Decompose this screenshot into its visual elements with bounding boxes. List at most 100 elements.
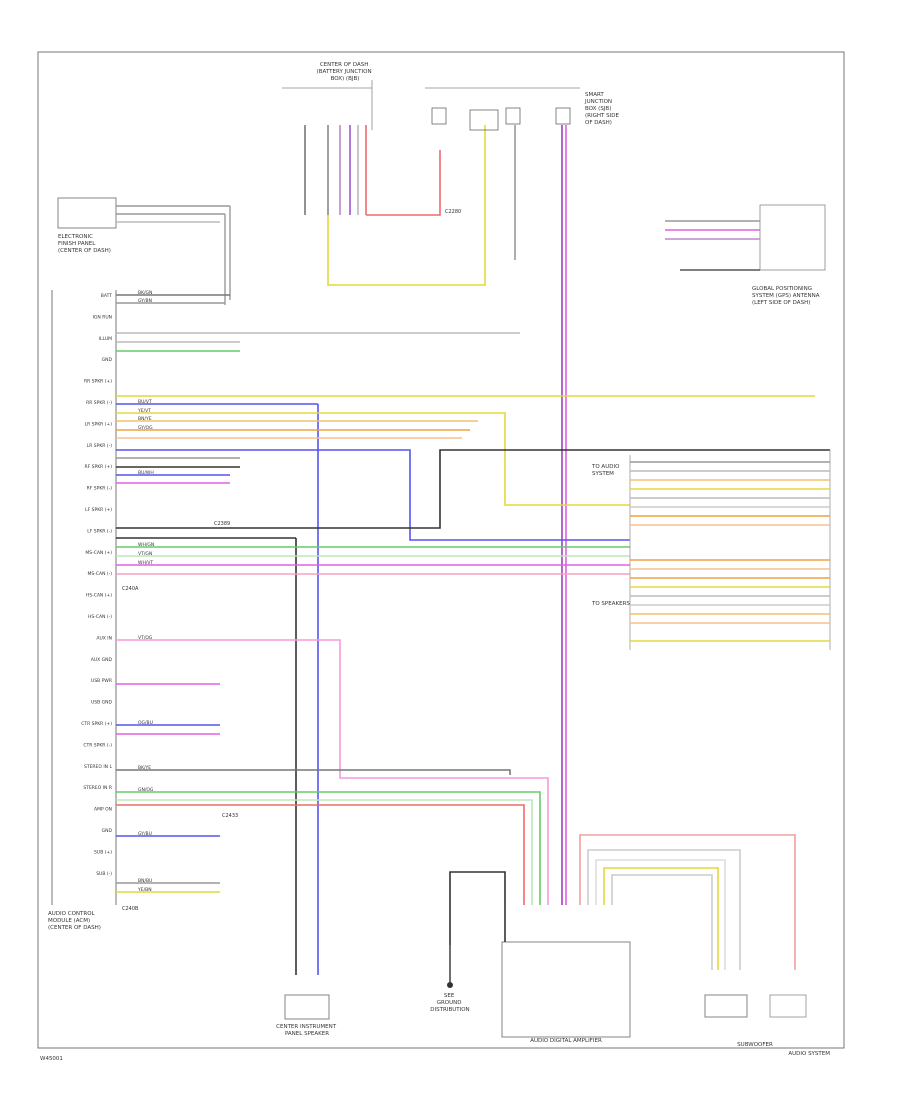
wire-label: BK/YE bbox=[138, 765, 151, 771]
acm-pin-label: ILLUM bbox=[99, 336, 112, 342]
wire-label: BN/BU bbox=[138, 878, 152, 884]
acm-pin-label: CTR SPKR (+) bbox=[81, 721, 112, 727]
acm-pin-label: HS-CAN (+) bbox=[86, 593, 112, 599]
gps-label-3: (LEFT SIDE OF DASH) bbox=[752, 300, 810, 306]
ground-see: SEE bbox=[444, 993, 455, 999]
sjb-label: SMART JUNCTION BOX (SJB) (RIGHT SIDE OF … bbox=[584, 92, 621, 126]
svg-text:AUDIO CONTROL MODULE (AC: AUDIO CONTROL MODULE (ACM) (CENTER OF DA… bbox=[48, 911, 101, 931]
wire-label: BU/VT bbox=[138, 399, 152, 405]
sjb-label-4: (RIGHT SIDE bbox=[585, 113, 619, 119]
audio-amplifier: AUDIO DIGITAL AMPLIFIER bbox=[449, 834, 796, 1044]
acm-pin-label: AMP ON bbox=[94, 807, 112, 813]
svg-text:SEE GROUND DISTRIB: SEE GROUND DISTRIBUTION bbox=[430, 993, 469, 1013]
sjb-label-1: SMART bbox=[585, 92, 604, 98]
center-speaker-label-1: CENTER INSTRUMENT bbox=[276, 1024, 337, 1030]
acm-pin-label: AUX GND bbox=[91, 657, 113, 663]
acm-pin-label: USB PWR bbox=[91, 678, 112, 684]
connector-id-5: C2433 bbox=[222, 813, 238, 819]
footer-left-code: W45001 bbox=[40, 1056, 63, 1062]
ground-symbol: SEE GROUND DISTRIBUTION bbox=[430, 945, 470, 1013]
acm-pin-label: HS-CAN (-) bbox=[88, 614, 112, 620]
subwoofer: SUBWOOFER bbox=[704, 994, 807, 1048]
acm-label-3: (CENTER OF DASH) bbox=[48, 925, 101, 931]
acm-pin-label: LF SPKR (-) bbox=[87, 528, 112, 534]
fuse-box: CENTER OF DASH (BATTERY JUNCTION BOX) (B… bbox=[282, 62, 373, 130]
acm-pin-label: MS-CAN (+) bbox=[85, 550, 112, 556]
center-speaker-label-2: PANEL SPEAKER bbox=[285, 1031, 329, 1037]
wire-label: GY/BN bbox=[138, 298, 152, 304]
top-harness bbox=[304, 87, 580, 905]
connector-id-4: C2389 bbox=[214, 521, 230, 527]
acm-pin-label: STEREO IN R bbox=[83, 785, 112, 791]
center-speaker: CENTER INSTRUMENT PANEL SPEAKER bbox=[276, 994, 338, 1037]
wire-label: GN/OG bbox=[138, 787, 154, 793]
acm-pin-label: USB GND bbox=[91, 700, 113, 706]
acm-harness bbox=[116, 294, 830, 975]
wire-label: GY/OG bbox=[138, 425, 153, 431]
wire-label: BK/GN bbox=[138, 290, 152, 296]
efp-label-2: FINISH PANEL bbox=[58, 241, 96, 247]
wire-label: OG/BU bbox=[138, 720, 153, 726]
acm-pin-label: MS-CAN (-) bbox=[87, 571, 112, 577]
wire-label: YE/VT bbox=[137, 408, 151, 414]
svg-text:TO AUDIO SYSTEM TO: TO AUDIO SYSTEM TO SPEAKERS bbox=[591, 464, 630, 607]
efp-label-3: (CENTER OF DASH) bbox=[58, 248, 111, 254]
acm-pin-label: STEREO IN L bbox=[84, 764, 113, 770]
fuse-box-label-3: BOX) (BJB) bbox=[331, 76, 360, 82]
electronic-finish-panel: ELECTRONIC FINISH PANEL (CENTER OF DASH) bbox=[57, 197, 231, 305]
acm-pin-label: SUB (-) bbox=[96, 871, 112, 877]
acm-pin-label: GND bbox=[102, 828, 113, 834]
acm-pin-label: IGN RUN bbox=[93, 314, 112, 320]
fuse-box-label-2: (BATTERY JUNCTION bbox=[317, 69, 372, 75]
acm-pin-label: RR SPKR (-) bbox=[86, 400, 112, 406]
wire-label: BU/WH bbox=[138, 470, 154, 476]
wire-label: WH/VT bbox=[138, 560, 153, 566]
amplifier-label: AUDIO DIGITAL AMPLIFIER bbox=[530, 1038, 602, 1044]
wire-label: GY/BU bbox=[138, 831, 152, 837]
acm-pin-label: BATT bbox=[101, 293, 112, 299]
sjb-label-2: JUNCTION bbox=[584, 99, 612, 105]
wire-label: BN/YE bbox=[138, 416, 152, 422]
acm-pin-label: SUB (+) bbox=[94, 849, 112, 855]
gps-label-1: GLOBAL POSITIONING bbox=[752, 286, 812, 292]
speaker-connector-bank: TO AUDIO SYSTEM TO SPEAKERS bbox=[591, 450, 831, 650]
audio-control-module: AUDIO CONTROL MODULE (ACM) (CENTER OF DA… bbox=[48, 290, 117, 931]
acm-pin-label: RR SPKR (+) bbox=[84, 379, 112, 385]
efp-label-1: ELECTRONIC bbox=[58, 234, 93, 240]
acm-label-1: AUDIO CONTROL bbox=[48, 911, 96, 917]
connector-id-1: C240A bbox=[122, 586, 139, 592]
acm-pin-label: CTR SPKR (-) bbox=[83, 742, 112, 748]
svg-text:CENTER INSTRUMENT PANEL: CENTER INSTRUMENT PANEL SPEAKER bbox=[276, 1024, 338, 1037]
acm-pin-label: LR SPKR (+) bbox=[85, 421, 113, 427]
acm-pin-label: AUX IN bbox=[96, 635, 112, 641]
svg-text:CENTER OF DASH (BATTERY: CENTER OF DASH (BATTERY JUNCTION BOX) (B… bbox=[317, 62, 374, 82]
ground-label: GROUND bbox=[437, 1000, 462, 1006]
connector-id-2: C240B bbox=[122, 906, 139, 912]
sjb-label-5: OF DASH) bbox=[585, 120, 612, 126]
wire-label: VT/GN bbox=[138, 551, 152, 557]
wire-label: VT/OG bbox=[138, 635, 153, 641]
wire-label: YE/BN bbox=[137, 887, 152, 893]
wire-label: WH/GN bbox=[138, 542, 154, 548]
fuse-box-label-1: CENTER OF DASH bbox=[320, 62, 369, 68]
acm-pin-label: GND bbox=[102, 357, 113, 363]
connector-id-3: C2280 bbox=[445, 209, 461, 215]
acm-pin-label: LR SPKR (-) bbox=[87, 443, 113, 449]
acm-pin-label: LF SPKR (+) bbox=[85, 507, 112, 513]
acm-pin-label: RF SPKR (+) bbox=[84, 464, 112, 470]
acm-pin-label: RF SPKR (-) bbox=[87, 486, 113, 492]
gps-label-2: SYSTEM (GPS) ANTENNA bbox=[752, 293, 820, 299]
svg-text:ELECTRONIC FINISH PANEL: ELECTRONIC FINISH PANEL (CENTER OF DASH) bbox=[58, 234, 111, 254]
acm-pin-labels: BATT IGN RUN ILLUM GND RR SPKR (+) RR SPKR (-… bbox=[81, 293, 112, 877]
subwoofer-label: SUBWOOFER bbox=[737, 1042, 773, 1048]
ground-distribution: DISTRIBUTION bbox=[430, 1007, 469, 1013]
note-system: SYSTEM bbox=[592, 471, 614, 477]
note-to-audio: TO AUDIO bbox=[591, 464, 620, 470]
footer-right-code: AUDIO SYSTEM bbox=[788, 1051, 830, 1057]
gps-antenna: GLOBAL POSITIONING SYSTEM (GPS) ANTENNA … bbox=[665, 204, 826, 306]
wire-color-labels: BK/GN GY/BN BU/VT YE/VT BN/YE GY/OG WH/G… bbox=[137, 290, 154, 893]
acm-label-2: MODULE (ACM) bbox=[48, 918, 90, 924]
sjb-label-3: BOX (SJB) bbox=[585, 106, 611, 112]
svg-text:GLOBAL POSITIONING SYSTE: GLOBAL POSITIONING SYSTEM (GPS) ANTENNA … bbox=[752, 286, 821, 306]
